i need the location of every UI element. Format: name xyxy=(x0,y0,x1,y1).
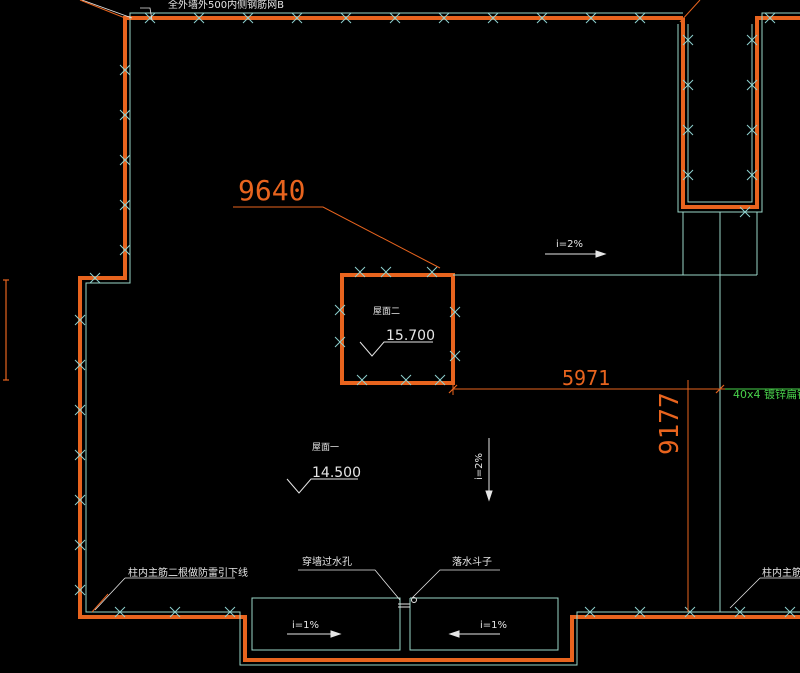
slope-label-vertical: i=2% xyxy=(474,453,485,480)
cross-mark xyxy=(400,374,412,386)
cross-mark xyxy=(119,109,131,121)
cross-mark xyxy=(746,169,758,181)
cross-mark xyxy=(119,154,131,166)
cross-mark xyxy=(119,244,131,256)
cross-mark xyxy=(682,34,694,46)
cross-mark xyxy=(74,494,86,506)
cross-mark xyxy=(74,314,86,326)
gutter-right-slope: i=1% xyxy=(480,620,507,631)
support-cross-marks xyxy=(74,12,796,618)
cross-mark xyxy=(434,374,446,386)
cross-mark xyxy=(389,12,401,24)
cross-mark xyxy=(74,539,86,551)
cross-mark xyxy=(356,374,368,386)
cross-mark xyxy=(438,12,450,24)
gutter-left-slope: i=1% xyxy=(292,620,319,631)
cross-mark xyxy=(74,449,86,461)
cross-mark xyxy=(354,266,366,278)
roof-one-name: 屋面一 xyxy=(312,442,339,453)
cross-mark xyxy=(380,266,392,278)
parapet-inner-lines xyxy=(85,12,800,666)
cross-mark xyxy=(144,12,156,24)
cross-mark xyxy=(536,12,548,24)
cross-mark xyxy=(682,124,694,136)
cross-mark xyxy=(634,606,646,618)
cross-mark xyxy=(114,606,126,618)
steel-flat-note: 40x4 镀锌扁钢 xyxy=(733,387,800,401)
cross-mark xyxy=(74,359,86,371)
drain-symbols xyxy=(398,597,417,608)
cross-mark xyxy=(242,12,254,24)
dimension-5971: 5971 xyxy=(562,366,610,390)
slope-label-top: i=2% xyxy=(556,239,583,250)
cross-mark xyxy=(739,206,751,218)
cross-mark xyxy=(334,304,346,316)
cross-mark xyxy=(89,272,101,284)
left-edge-fragment xyxy=(3,279,9,381)
cross-mark xyxy=(764,12,776,24)
cross-mark xyxy=(426,266,438,278)
cross-mark xyxy=(746,79,758,91)
cross-mark xyxy=(340,12,352,24)
dimension-9177: 9177 xyxy=(655,392,685,455)
downpipe-label: 落水斗子 xyxy=(452,556,492,568)
top-note: 全外墙外500内侧钢筋网B xyxy=(168,0,284,11)
cross-mark xyxy=(291,12,303,24)
cross-mark xyxy=(74,584,86,596)
cross-mark xyxy=(119,199,131,211)
cross-mark xyxy=(169,606,181,618)
roof-two-name: 屋面二 xyxy=(373,306,400,317)
dimension-lines xyxy=(233,206,800,612)
cross-mark xyxy=(734,606,746,618)
cross-mark xyxy=(682,79,694,91)
dimension-9640: 9640 xyxy=(238,174,305,207)
slope-arrows xyxy=(287,250,607,638)
cross-mark xyxy=(449,350,461,362)
cross-mark xyxy=(746,124,758,136)
drain-hole-label: 穿墙过水孔 xyxy=(302,555,352,568)
cross-mark xyxy=(487,12,499,24)
cross-mark xyxy=(119,64,131,76)
roof-outline xyxy=(78,16,800,662)
dimension-ticks xyxy=(448,384,725,394)
leader-lines xyxy=(81,0,800,611)
cross-mark xyxy=(334,336,346,348)
cross-mark xyxy=(684,606,696,618)
cross-mark xyxy=(224,606,236,618)
cross-mark xyxy=(449,306,461,318)
cross-mark xyxy=(193,12,205,24)
cross-mark xyxy=(682,169,694,181)
note-down-conductor-left: 柱内主筋二根做防雷引下线 xyxy=(128,566,248,579)
roof-one-elevation: 14.500 xyxy=(312,465,361,481)
cross-mark xyxy=(584,606,596,618)
elevation-symbols xyxy=(286,341,433,494)
cross-mark xyxy=(74,404,86,416)
roof-two-elevation: 15.700 xyxy=(386,328,435,344)
cross-mark xyxy=(585,12,597,24)
cross-mark xyxy=(784,606,796,618)
cross-mark xyxy=(746,34,758,46)
orange-leaders xyxy=(79,0,701,613)
cross-mark xyxy=(634,12,646,24)
note-down-conductor-right: 柱内主筋二根做 xyxy=(762,566,800,579)
